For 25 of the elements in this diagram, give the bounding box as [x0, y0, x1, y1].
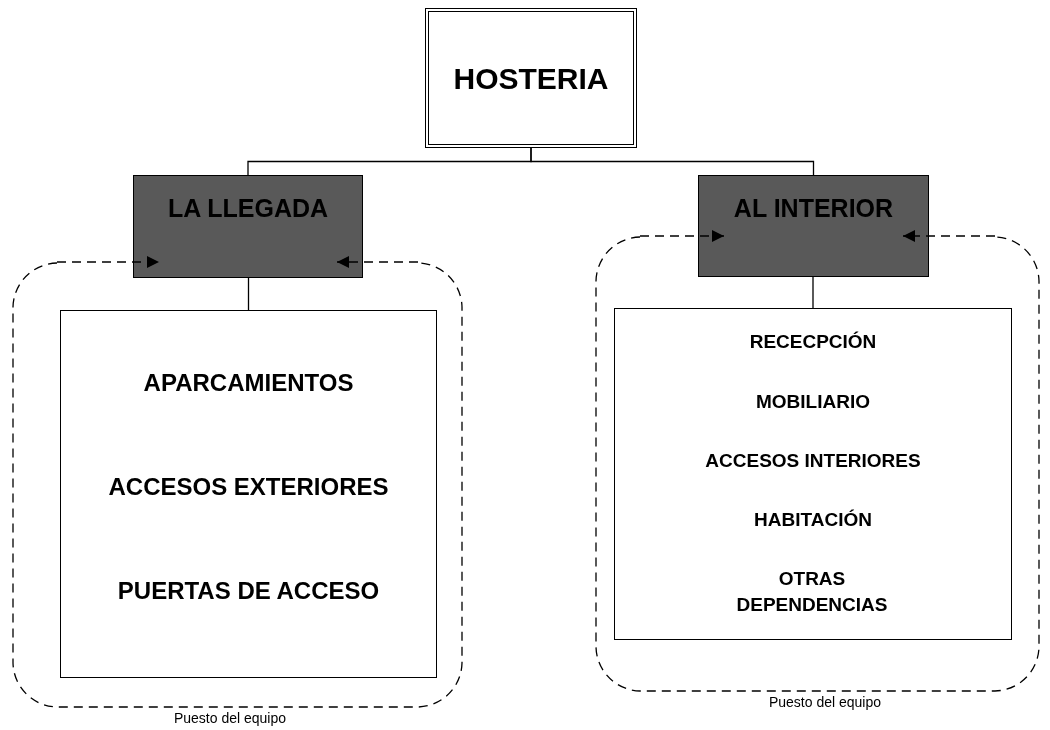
- connector-line: [812, 276, 814, 309]
- list-box: [614, 308, 1012, 640]
- box-title: HOSTERIA: [452, 64, 610, 94]
- list-item: MOBILIARIO: [755, 390, 871, 414]
- box-title: LA LLEGADA: [166, 194, 330, 222]
- group-caption: Puesto del equipo: [172, 710, 288, 726]
- list-item: PUERTAS DE ACCESO: [116, 576, 381, 606]
- category-box: [698, 175, 929, 277]
- arrow: [902, 230, 996, 242]
- group-caption: Puesto del equipo: [767, 694, 883, 710]
- title-box: [425, 8, 637, 148]
- connector-line: [247, 277, 250, 311]
- list-item: OTRAS DEPENDENCIAS: [735, 567, 889, 617]
- list-box: [60, 310, 437, 678]
- list-item: APARCAMIENTOS: [142, 368, 355, 398]
- arrow: [336, 256, 419, 268]
- arrow: [639, 230, 725, 242]
- arrow: [56, 256, 160, 268]
- box-title: AL INTERIOR: [732, 194, 895, 222]
- list-item: ACCESOS EXTERIORES: [107, 472, 390, 502]
- category-box: [133, 175, 363, 278]
- list-item: ACCESOS INTERIORES: [704, 449, 922, 473]
- list-item: RECECPCIÓN: [748, 330, 878, 354]
- list-item: HABITACIÓN: [753, 508, 873, 532]
- connector-line: [530, 147, 815, 176]
